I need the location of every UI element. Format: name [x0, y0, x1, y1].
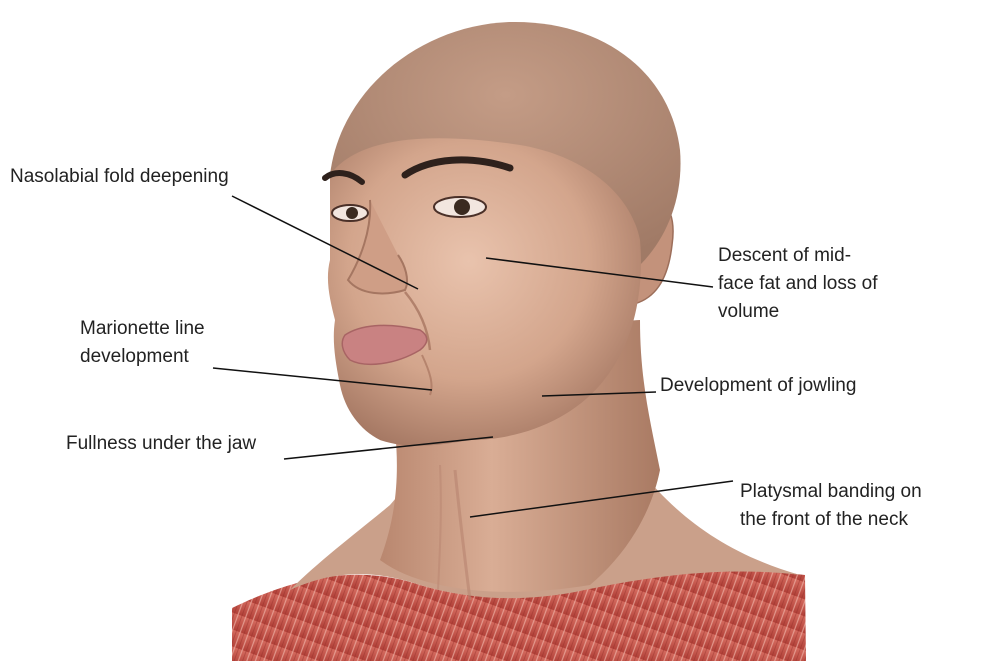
label-jaw-line-1: Fullness under the jaw	[66, 430, 256, 458]
label-jowling-line-1: Development of jowling	[660, 372, 856, 400]
label-platysmal-line-1: Platysmal banding on	[740, 478, 922, 506]
label-marionette-line-1: Marionette line	[80, 315, 205, 343]
label-marionette: Marionette line development	[80, 315, 205, 371]
label-midface-line-2: face fat and loss of	[718, 270, 878, 298]
label-midface-line-3: volume	[718, 298, 878, 326]
label-midface: Descent of mid- face fat and loss of vol…	[718, 242, 878, 326]
label-platysmal: Platysmal banding on the front of the ne…	[740, 478, 922, 534]
label-platysmal-line-2: the front of the neck	[740, 506, 922, 534]
label-nasolabial-line-1: Nasolabial fold deepening	[10, 163, 229, 191]
label-marionette-line-2: development	[80, 343, 205, 371]
label-jowling: Development of jowling	[660, 372, 856, 400]
label-nasolabial: Nasolabial fold deepening	[10, 163, 229, 191]
label-midface-line-1: Descent of mid-	[718, 242, 878, 270]
right-iris	[454, 199, 470, 215]
label-jaw: Fullness under the jaw	[66, 430, 256, 458]
left-iris	[346, 207, 358, 219]
